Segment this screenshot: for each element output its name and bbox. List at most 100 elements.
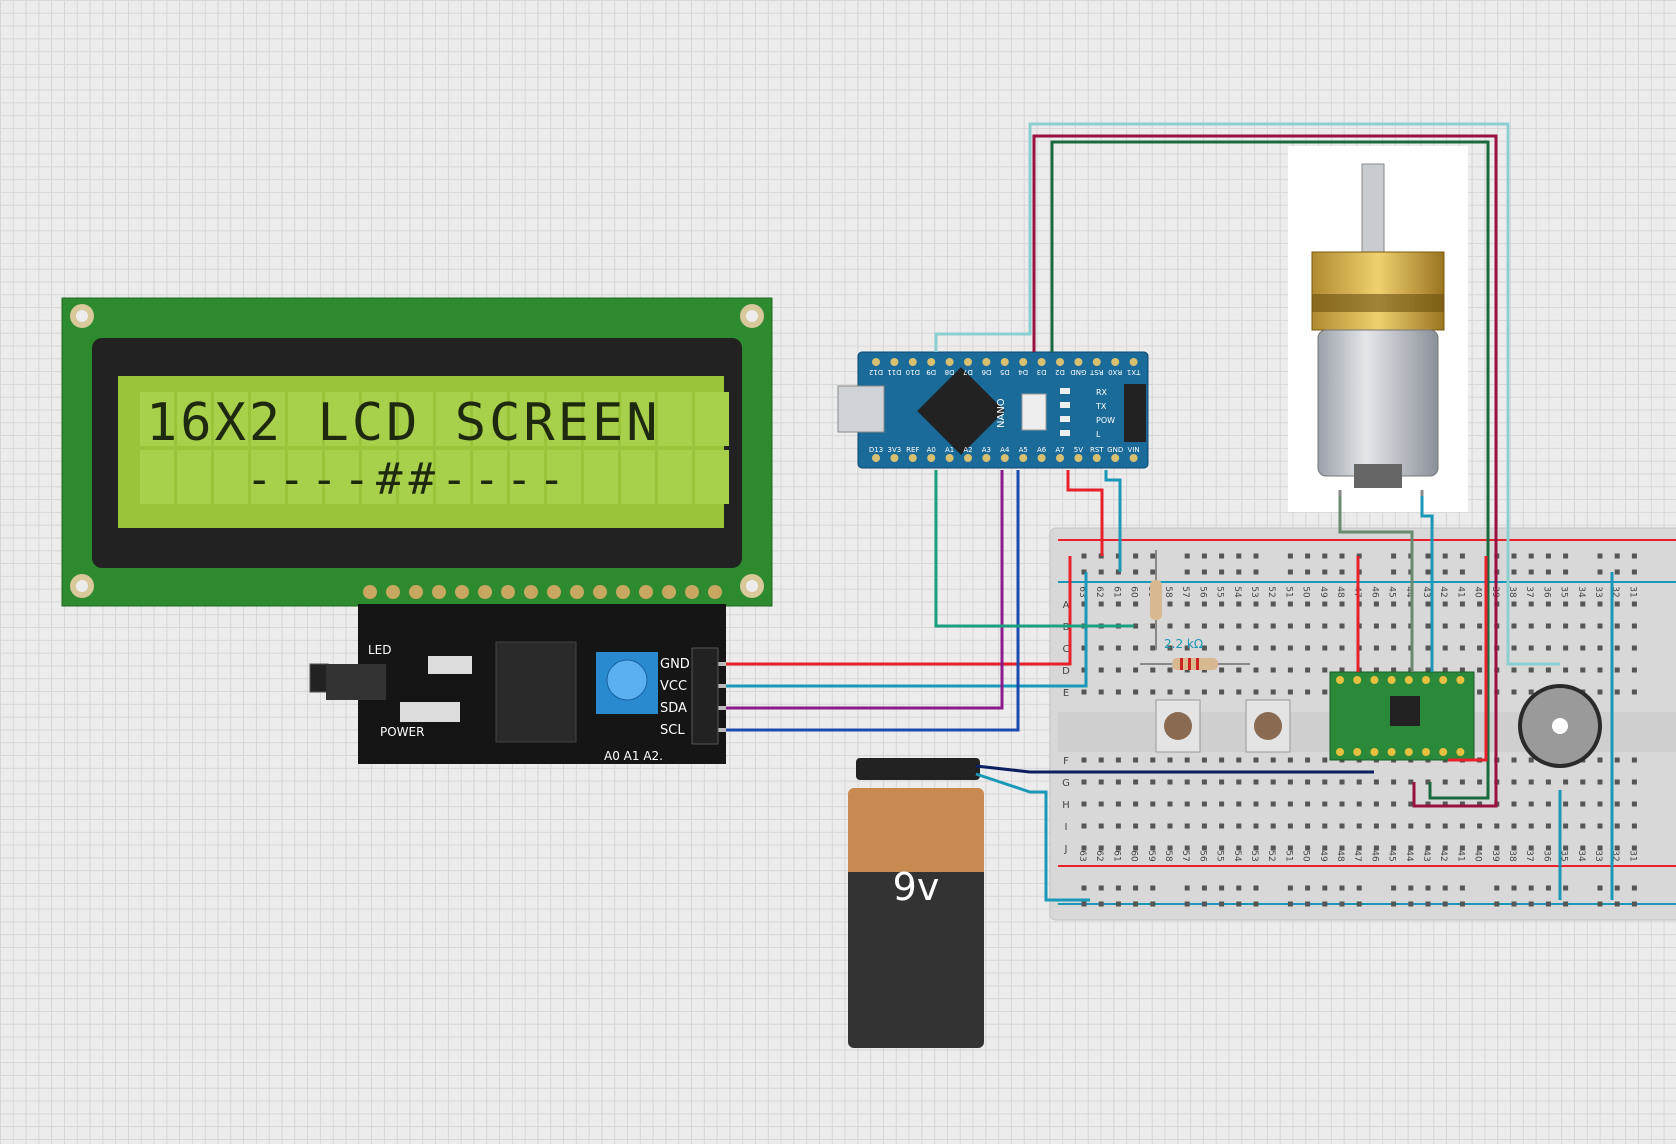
breadboard-hole	[1236, 623, 1242, 629]
breadboard-hole	[1305, 779, 1311, 785]
lcd-cell	[362, 392, 396, 446]
i2c-pin-label-sda: SDA	[660, 701, 687, 716]
breadboard-hole	[1339, 823, 1345, 829]
column-number: 38	[1507, 586, 1517, 598]
nano-pin	[1129, 454, 1138, 462]
breadboard-hole	[1545, 845, 1551, 851]
breadboard-hole	[1219, 667, 1225, 673]
nano-pin-label: D8	[945, 368, 955, 376]
nano-pin-label: RST	[1090, 446, 1104, 454]
breadboard-hole	[1133, 801, 1139, 807]
breadboard-hole	[1477, 823, 1483, 829]
rail-hole	[1150, 569, 1156, 575]
nano-pin	[964, 358, 972, 366]
nano-pin-label: A3	[982, 446, 991, 454]
breadboard-hole	[1459, 645, 1465, 651]
breadboard-hole	[1373, 645, 1379, 651]
nano-pin-label: RX0	[1108, 368, 1122, 376]
breadboard-hole	[1253, 823, 1259, 829]
lcd-cell	[621, 450, 655, 504]
breadboard-hole	[1184, 845, 1190, 851]
breadboard-hole	[1167, 601, 1173, 607]
rail-hole	[1545, 885, 1551, 891]
breadboard-hole	[1287, 689, 1293, 695]
push-button-1[interactable]	[1155, 699, 1201, 753]
breadboard-hole	[1356, 801, 1362, 807]
breadboard-hole	[1477, 801, 1483, 807]
driver-pin	[1456, 748, 1465, 756]
rail-hole	[1459, 569, 1465, 575]
breadboard-hole	[1442, 645, 1448, 651]
breadboard-hole	[1322, 667, 1328, 673]
wire-motor-a	[1338, 496, 1414, 672]
pcf8574-chip	[495, 641, 577, 743]
breadboard-hole	[1305, 601, 1311, 607]
breadboard-hole	[1081, 823, 1087, 829]
breadboard-hole	[1236, 801, 1242, 807]
header-pin	[524, 585, 538, 599]
status-led	[1060, 388, 1070, 394]
breadboard-hole	[1614, 645, 1620, 651]
rail-hole	[1098, 569, 1104, 575]
breadboard-hole	[1287, 779, 1293, 785]
nano-pin-label: D4	[1018, 368, 1028, 376]
driver-pin	[1404, 748, 1413, 756]
breadboard-hole	[1201, 779, 1207, 785]
resistor[interactable]: 2.2 kΩ	[1140, 637, 1250, 670]
breadboard-hole	[1150, 689, 1156, 695]
breadboard-hole	[1201, 845, 1207, 851]
battery-9v[interactable]: 9v	[848, 758, 984, 1048]
breadboard-hole	[1339, 801, 1345, 807]
nano-pin	[1111, 454, 1120, 462]
breadboard-hole	[1425, 667, 1431, 673]
breadboard-hole	[1373, 823, 1379, 829]
breadboard-hole	[1391, 779, 1397, 785]
breadboard-hole	[1511, 823, 1517, 829]
lcd-16x2[interactable]: 16X2 LCD SCREEN ----##----	[61, 297, 773, 620]
nano-pin	[927, 454, 936, 462]
nano-pin	[890, 358, 899, 366]
breadboard-hole	[1631, 601, 1637, 607]
breadboard-hole	[1356, 845, 1362, 851]
driver-pin	[1456, 676, 1465, 684]
led-label: LED	[368, 643, 392, 657]
rail-hole	[1459, 885, 1465, 891]
push-button-2[interactable]	[1245, 699, 1291, 753]
breadboard-hole	[1614, 823, 1620, 829]
lcd-cell	[695, 450, 729, 504]
nano-pin	[1092, 454, 1101, 462]
column-number: 49	[1318, 586, 1328, 598]
lcd-cell	[473, 450, 507, 504]
gear-motor[interactable]	[1288, 146, 1468, 512]
rail-hole	[1356, 885, 1362, 891]
breadboard-hole	[1236, 667, 1242, 673]
breadboard-hole	[1425, 623, 1431, 629]
breadboard-hole	[1511, 623, 1517, 629]
breadboard-hole	[1305, 823, 1311, 829]
status-led	[1060, 430, 1070, 436]
reset-button[interactable]	[1021, 393, 1047, 431]
breadboard-hole	[1133, 845, 1139, 851]
breadboard-hole	[1425, 801, 1431, 807]
rail-hole	[1322, 885, 1328, 891]
rail-hole	[1545, 569, 1551, 575]
breadboard-hole	[1115, 845, 1121, 851]
buzzer[interactable]	[1518, 684, 1602, 768]
breadboard-hole	[1115, 645, 1121, 651]
breadboard-hole	[1270, 689, 1276, 695]
usb-connector-icon[interactable]	[837, 385, 885, 433]
breadboard-hole	[1287, 801, 1293, 807]
breadboard-hole	[1167, 757, 1173, 763]
resistor-vertical[interactable]	[1150, 550, 1162, 650]
breadboard-hole	[1253, 845, 1259, 851]
breadboard-hole	[1511, 845, 1517, 851]
column-number: 35	[1559, 850, 1569, 861]
breadboard-hole	[1442, 779, 1448, 785]
motor-driver-module[interactable]	[1329, 671, 1475, 761]
wires[interactable]	[726, 122, 1614, 902]
breadboard-hole	[1545, 823, 1551, 829]
breadboard-hole	[1339, 623, 1345, 629]
column-number: 47	[1352, 850, 1362, 861]
